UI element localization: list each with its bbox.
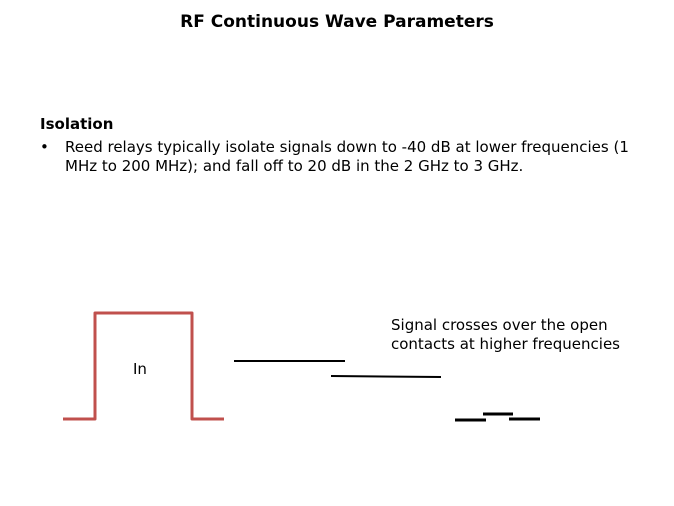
input-pulse bbox=[63, 311, 224, 421]
section-heading: Isolation bbox=[40, 115, 114, 133]
bullet-marker: • bbox=[40, 138, 49, 156]
diagram-caption: Signal crosses over the open contacts at… bbox=[391, 316, 620, 353]
slide-title: RF Continuous Wave Parameters bbox=[180, 12, 494, 32]
leak-line-2 bbox=[330, 375, 442, 378]
bullet-text: Reed relays typically isolate signals do… bbox=[65, 138, 629, 175]
bullet-item: • Reed relays typically isolate signals … bbox=[40, 138, 660, 176]
input-label: In bbox=[133, 360, 147, 378]
